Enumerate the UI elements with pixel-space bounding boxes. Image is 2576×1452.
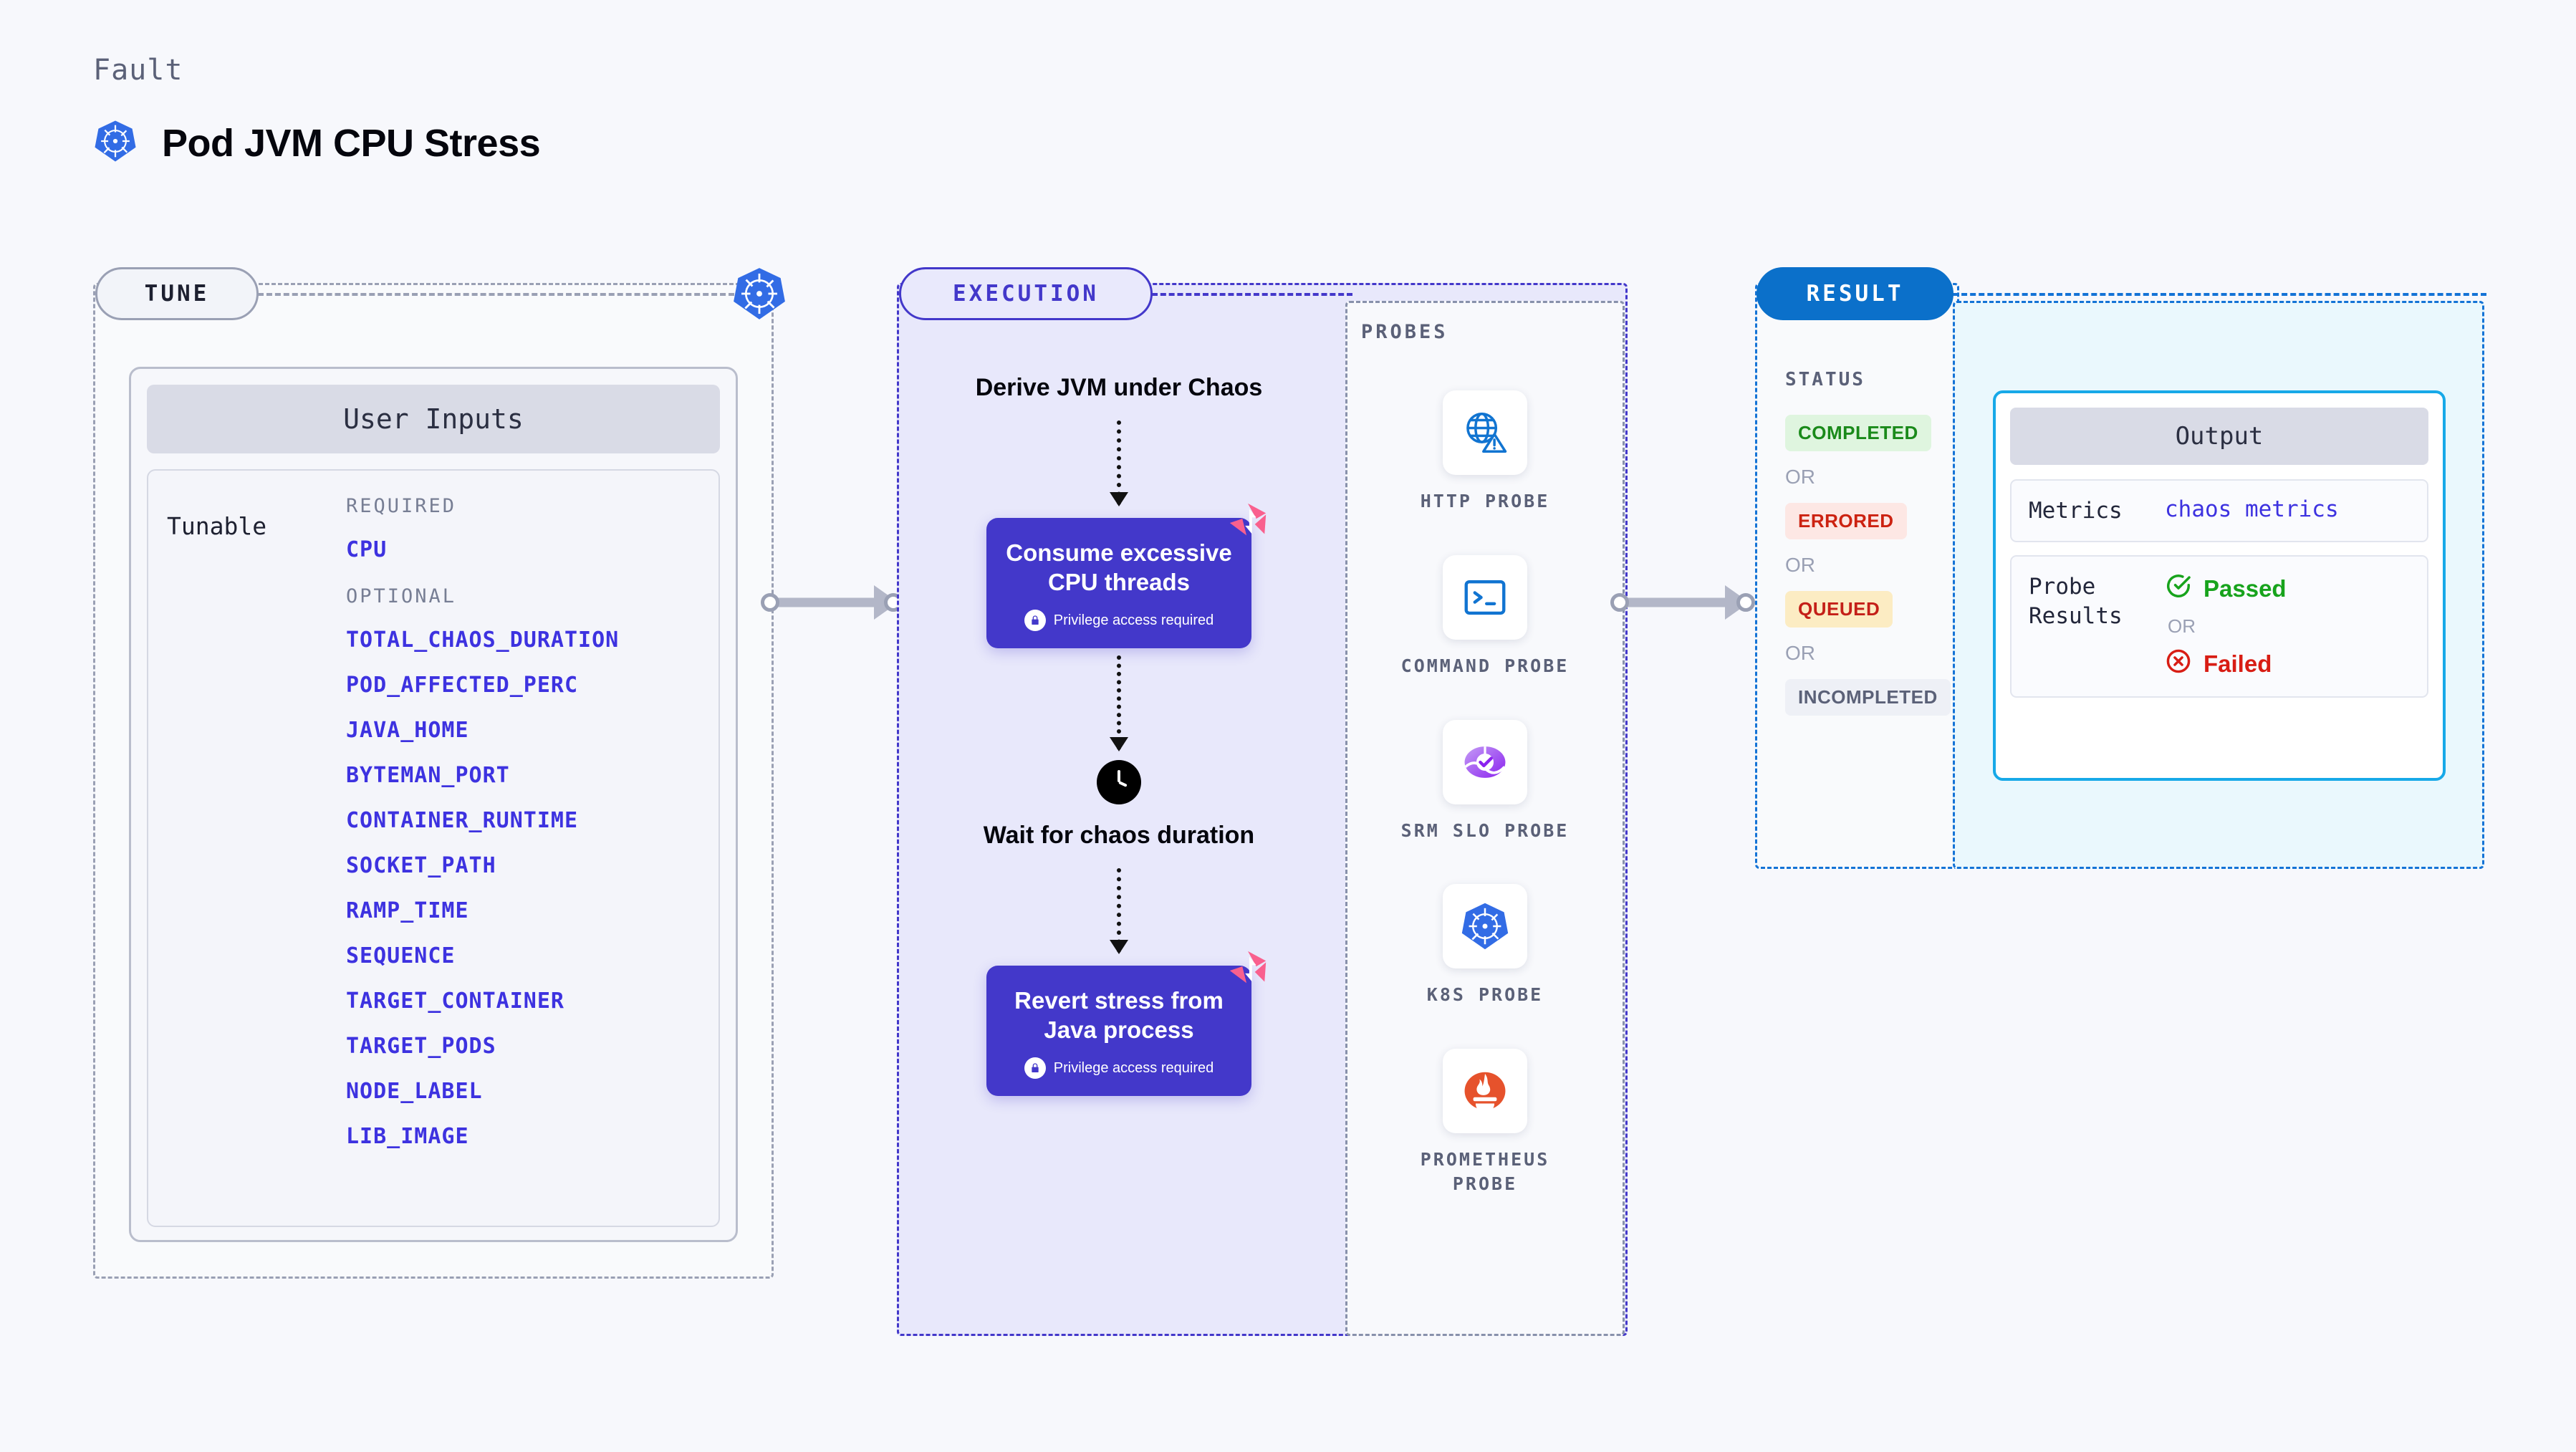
privilege-note-text: Privilege access required: [1053, 612, 1214, 628]
flow-arrow: [1110, 655, 1128, 751]
execution-badge[interactable]: EXECUTION: [899, 267, 1153, 320]
lock-icon: [1024, 610, 1046, 631]
kubernetes-icon: [93, 119, 138, 167]
probe-item-srm-slo[interactable]: SRM SLO PROBE: [1400, 719, 1570, 843]
param-pod-affected-perc[interactable]: POD_AFFECTED_PERC: [346, 673, 579, 698]
execution-step-wait-duration: Wait for chaos duration: [983, 822, 1255, 849]
output-header: Output: [2010, 408, 2428, 465]
probe-label: K8S PROBE: [1426, 984, 1544, 1006]
param-lib-image[interactable]: LIB_IMAGE: [346, 1124, 469, 1149]
probe-label: COMMAND PROBE: [1400, 655, 1570, 676]
kubernetes-icon: [1443, 884, 1527, 969]
kubernetes-icon: [731, 266, 787, 322]
probes-title: PROBES: [1361, 321, 1448, 343]
result-panel: [1755, 283, 1959, 869]
probe-item-prometheus[interactable]: PROMETHEUS PROBE: [1395, 1049, 1575, 1196]
terminal-icon: [1442, 554, 1527, 640]
param-total-chaos-duration[interactable]: TOTAL_CHAOS_DURATION: [346, 628, 620, 653]
user-inputs-header: User Inputs: [147, 385, 720, 453]
probe-results-label: Probe Results: [2029, 574, 2123, 629]
status-badge-completed: COMPLETED: [1785, 415, 1931, 451]
execution-card-revert-stress[interactable]: Revert stress from Java process Privileg…: [986, 951, 1267, 1096]
tune-badge[interactable]: TUNE: [95, 267, 259, 320]
harness-pinwheel-icon: [1226, 499, 1270, 544]
probe-label: PROMETHEUS PROBE: [1420, 1149, 1550, 1194]
probe-label: SRM SLO PROBE: [1400, 819, 1570, 841]
probe-item-k8s[interactable]: K8S PROBE: [1427, 884, 1543, 1007]
chaos-metrics-link[interactable]: chaos metrics: [2165, 496, 2339, 522]
status-section: STATUS COMPLETED OR ERRORED OR QUEUED OR…: [1785, 369, 1951, 716]
execution-card-title: Revert stress from Java process: [1014, 986, 1224, 1043]
param-socket-path[interactable]: SOCKET_PATH: [346, 853, 496, 878]
user-inputs-body: Tunable REQUIRED CPU OPTIONAL TOTAL_CHAO…: [147, 469, 720, 1227]
check-circle-icon: [2165, 572, 2192, 605]
privilege-note: Privilege access required: [999, 610, 1239, 631]
param-java-home[interactable]: JAVA_HOME: [346, 718, 469, 743]
probes-list: HTTP PROBE COMMAND PROBE: [1345, 390, 1625, 1196]
or-separator: OR: [1785, 466, 1815, 488]
slo-gauge-check-icon: [1442, 719, 1527, 804]
probe-failed-label: Failed: [2203, 650, 2272, 678]
status-title: STATUS: [1785, 369, 1865, 390]
tunable-label: Tunable: [167, 512, 267, 540]
output-row-metrics: Metrics chaos metrics: [2010, 479, 2428, 543]
or-separator: OR: [1785, 642, 1815, 664]
param-ramp-time[interactable]: RAMP_TIME: [346, 898, 469, 923]
probe-passed-label: Passed: [2203, 575, 2287, 602]
probe-item-http[interactable]: HTTP PROBE: [1421, 390, 1550, 514]
status-badge-queued: QUEUED: [1785, 591, 1893, 628]
param-target-container[interactable]: TARGET_CONTAINER: [346, 989, 564, 1014]
param-node-label[interactable]: NODE_LABEL: [346, 1079, 483, 1104]
output-card: Output Metrics chaos metrics Probe Resul…: [1993, 390, 2446, 781]
clock-icon: [1097, 760, 1141, 804]
connector-execution-to-result: [1610, 585, 1757, 620]
or-separator: OR: [2168, 615, 2196, 638]
tunable-params: REQUIRED CPU OPTIONAL TOTAL_CHAOS_DURATI…: [346, 495, 700, 1201]
tune-badge-connector: [258, 293, 734, 296]
param-sequence[interactable]: SEQUENCE: [346, 943, 456, 968]
result-badge-connector: [1953, 293, 2486, 296]
param-container-runtime[interactable]: CONTAINER_RUNTIME: [346, 808, 579, 833]
output-row-probe-results: Probe Results Passed OR: [2010, 555, 2428, 698]
execution-steps: Derive JVM under Chaos Consume excessive…: [897, 372, 1341, 1096]
optional-group-label: OPTIONAL: [346, 585, 457, 607]
x-circle-icon: [2165, 648, 2192, 681]
probe-result-passed: Passed: [2165, 572, 2287, 605]
connector-tune-to-execution: [761, 585, 904, 620]
globe-warning-icon: [1442, 390, 1527, 475]
page-title-row: Pod JVM CPU Stress: [93, 119, 541, 167]
param-byteman-port[interactable]: BYTEMAN_PORT: [346, 763, 510, 788]
probe-label: HTTP PROBE: [1420, 491, 1550, 511]
probe-item-command[interactable]: COMMAND PROBE: [1400, 554, 1570, 678]
param-cpu[interactable]: CPU: [346, 537, 388, 562]
execution-card-consume-cpu[interactable]: Consume excessive CPU threads Privilege …: [986, 503, 1267, 648]
privilege-note: Privilege access required: [999, 1057, 1239, 1079]
status-badge-errored: ERRORED: [1785, 503, 1907, 539]
execution-step-derive-jvm: Derive JVM under Chaos: [975, 374, 1263, 401]
result-badge[interactable]: RESULT: [1756, 267, 1953, 320]
prometheus-flame-icon: [1443, 1049, 1527, 1133]
harness-pinwheel-icon: [1226, 947, 1270, 991]
execution-badge-connector: [1152, 293, 1352, 296]
required-group-label: REQUIRED: [346, 495, 457, 517]
flow-arrow: [1110, 420, 1128, 506]
metrics-label: Metrics: [2029, 498, 2123, 524]
probe-results-values: Passed OR Failed: [2165, 572, 2287, 681]
privilege-note-text: Privilege access required: [1053, 1059, 1214, 1076]
flow-arrow: [1110, 867, 1128, 954]
user-inputs-card: User Inputs Tunable REQUIRED CPU OPTIONA…: [129, 367, 738, 1242]
status-badge-incompleted: INCOMPLETED: [1785, 679, 1951, 716]
execution-card-title: Consume excessive CPU threads: [1006, 539, 1232, 595]
probe-result-failed: Failed: [2165, 648, 2287, 681]
page-title: Pod JVM CPU Stress: [162, 121, 541, 165]
param-target-pods[interactable]: TARGET_PODS: [346, 1034, 496, 1059]
or-separator: OR: [1785, 554, 1815, 576]
page-kicker: Fault: [93, 54, 183, 87]
lock-icon: [1024, 1057, 1046, 1079]
